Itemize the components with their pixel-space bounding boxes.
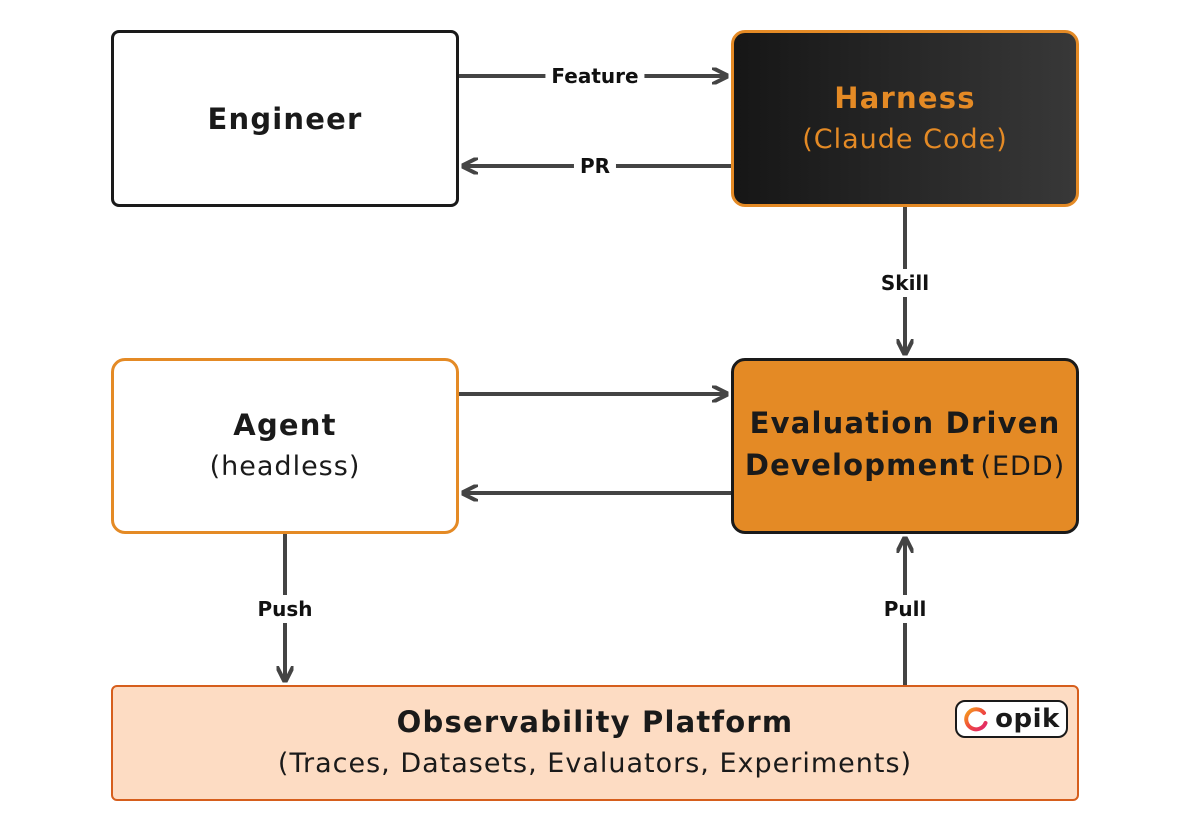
agent-subtitle: (headless) <box>209 451 361 482</box>
skill-label: Skill <box>874 269 936 297</box>
agent-title: Agent <box>233 408 337 442</box>
opik-logo: opik <box>955 700 1068 738</box>
edd-suffix: (EDD) <box>980 450 1066 482</box>
edd-title-line2-row: Development (EDD) <box>745 444 1065 491</box>
harness-subtitle: (Claude Code) <box>802 123 1008 155</box>
push-label: Push <box>251 595 319 623</box>
feature-label: Feature <box>545 62 645 90</box>
pr-label: PR <box>573 152 617 180</box>
edd-title-line2: Development <box>744 447 976 482</box>
edd-title-line1: Evaluation Driven <box>749 405 1061 440</box>
agent-node: Agent (headless) <box>111 358 459 534</box>
pull-label: Pull <box>877 595 933 623</box>
harness-node: Harness (Claude Code) <box>731 30 1079 207</box>
harness-title: Harness <box>834 80 976 115</box>
engineer-title: Engineer <box>207 101 363 136</box>
opik-logo-icon <box>964 707 988 732</box>
engineer-node: Engineer <box>111 30 459 207</box>
opik-logo-text: opik <box>995 704 1060 734</box>
observability-platform-node: Observability Platform (Traces, Datasets… <box>111 685 1079 801</box>
edd-node: Evaluation Driven Development (EDD) <box>731 358 1079 534</box>
observability-title: Observability Platform <box>396 705 794 739</box>
observability-subtitle: (Traces, Datasets, Evaluators, Experimen… <box>277 748 913 779</box>
